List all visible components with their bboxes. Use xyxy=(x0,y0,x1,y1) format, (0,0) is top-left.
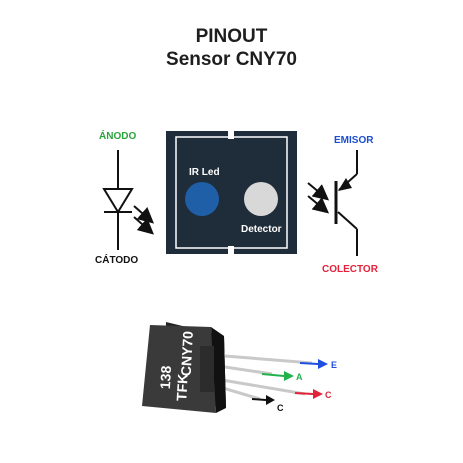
diode-triangle xyxy=(102,188,134,214)
cny70-component: 138 TFK CNY70 E A C C xyxy=(142,322,337,413)
marking-line-3: CNY70 xyxy=(178,330,196,376)
pin-e-label: E xyxy=(331,360,337,370)
pin-c-red-lead xyxy=(221,378,306,396)
sensor-module: IR Led Detector xyxy=(166,131,297,254)
cathode-label: CÁTODO xyxy=(95,253,138,266)
ir-led-circle xyxy=(185,182,219,216)
pin-e-lead xyxy=(224,354,313,365)
light-arrow-1 xyxy=(307,182,330,201)
title-line-1: PINOUT xyxy=(195,26,268,47)
emission-arrow-2 xyxy=(133,216,154,235)
marking-line-1: 138 xyxy=(157,365,174,389)
module-notch-bottom xyxy=(228,246,234,254)
pin-a-arrow xyxy=(261,373,285,377)
component-body-front xyxy=(142,325,216,413)
phototransistor-symbol: EMISOR COLECTOR xyxy=(307,135,379,275)
pin-a-label: A xyxy=(296,372,303,382)
pin-a-lead xyxy=(224,365,273,376)
marking-line-2: TFK xyxy=(173,373,190,401)
detector-label: Detector xyxy=(241,224,282,235)
collector-leg xyxy=(337,211,358,230)
pin-c-red-arrow xyxy=(294,392,314,395)
led-symbol: ÁNODO CÁTODO xyxy=(95,129,154,266)
emitter-label: EMISOR xyxy=(334,135,374,146)
component-flange xyxy=(200,346,214,392)
emitter-arrowhead xyxy=(338,178,352,191)
module-body xyxy=(166,131,297,254)
pin-c-red-label: C xyxy=(325,390,332,400)
detector-circle xyxy=(244,182,278,216)
light-arrow-2 xyxy=(307,195,330,214)
module-notch-top xyxy=(228,131,234,139)
pin-c-black-arrow xyxy=(251,398,267,401)
component-marking: 138 TFK CNY70 xyxy=(157,330,196,401)
pin-c-black-arrowhead xyxy=(266,395,275,405)
component-body-edge xyxy=(211,327,226,413)
pin-c-red-arrowhead xyxy=(313,389,323,399)
pin-a-arrowhead xyxy=(284,371,294,381)
collector-label: COLECTOR xyxy=(322,264,379,275)
pin-e-arrow xyxy=(299,362,319,365)
pin-c-black-label: C xyxy=(277,403,284,413)
title-line-2: Sensor CNY70 xyxy=(166,49,297,70)
pin-e-arrowhead xyxy=(318,359,328,369)
ir-led-label: IR Led xyxy=(189,167,220,178)
anode-label: ÁNODO xyxy=(99,129,136,142)
